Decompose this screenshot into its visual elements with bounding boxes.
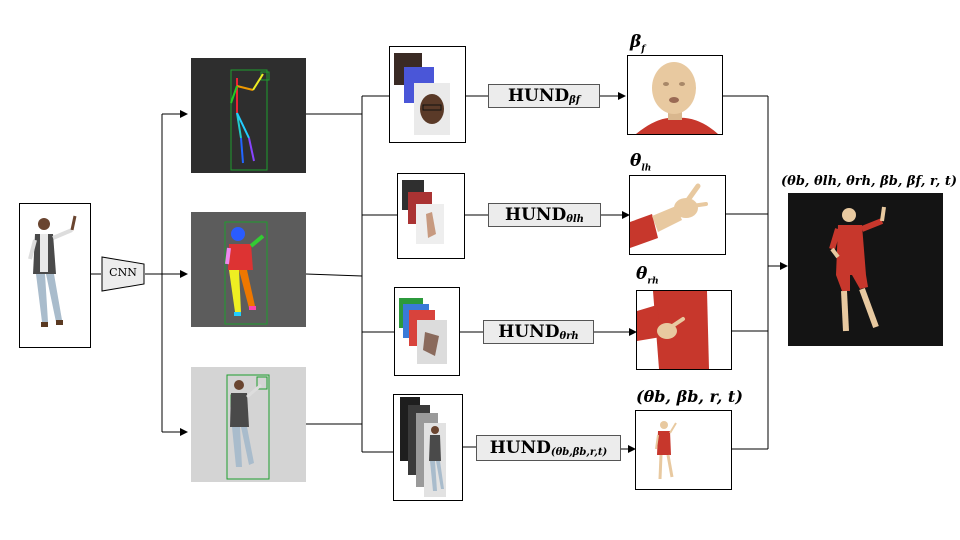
hund-right-hand-sub: θrh <box>559 330 579 342</box>
skeleton-panel <box>191 58 306 173</box>
body-render-mesh <box>655 421 677 480</box>
detection-figure <box>226 374 270 480</box>
segmentation-figure <box>224 221 268 325</box>
label-face-output: βf <box>630 32 645 54</box>
left-hand-crops-images <box>402 180 444 244</box>
cnn-label: CNN <box>109 266 137 279</box>
label-face-main: β <box>630 32 642 52</box>
right-hand-crops-images <box>399 298 447 364</box>
hund-body-module: HUND(θb,βb,r,t) <box>476 435 621 461</box>
input-image <box>19 203 91 348</box>
label-left-hand-output: θlh <box>630 151 651 173</box>
face-crops-stack <box>389 46 466 143</box>
right-hand-render-mesh <box>637 291 731 369</box>
hund-body-base: HUND <box>489 438 551 458</box>
label-left-hand-main: θ <box>630 151 642 171</box>
body-crops-images <box>400 397 446 497</box>
hund-body-sub: (θb,βb,r,t) <box>550 446 608 458</box>
final-render <box>788 193 943 346</box>
hund-left-hand-base: HUND <box>505 205 567 225</box>
input-person-figure <box>28 215 77 327</box>
body-render <box>635 410 732 490</box>
left-hand-render <box>629 175 726 255</box>
right-hand-crops-stack <box>394 287 460 376</box>
final-output-label: (θb, θlh, θrh, βb, βf, r, t) <box>781 174 957 189</box>
face-crops-images <box>394 53 450 135</box>
left-hand-render-mesh <box>630 183 708 248</box>
hund-right-hand-base: HUND <box>498 322 560 342</box>
label-right-hand-output: θrh <box>636 264 659 286</box>
hund-left-hand-sub: θlh <box>566 213 584 225</box>
face-render <box>627 55 723 135</box>
face-render-mesh <box>636 62 718 134</box>
final-render-mesh <box>829 206 886 332</box>
label-left-hand-sub: lh <box>641 163 652 174</box>
body-crops-stack <box>393 394 463 501</box>
label-body-output: (θb, βb, r, t) <box>636 387 743 406</box>
label-right-hand-sub: rh <box>647 276 659 287</box>
label-right-hand-main: θ <box>636 264 648 284</box>
segmentation-panel <box>191 212 306 327</box>
detection-panel <box>191 367 306 482</box>
cnn-block: CNN <box>101 256 145 292</box>
hund-face-sub: βf <box>569 94 581 106</box>
label-face-sub: f <box>641 44 646 55</box>
skeleton-figure <box>230 69 270 171</box>
left-hand-crops-stack <box>397 173 465 259</box>
right-hand-render <box>636 290 732 370</box>
cnn-trapezoid-shape <box>101 256 145 292</box>
hund-face-base: HUND <box>507 86 570 106</box>
